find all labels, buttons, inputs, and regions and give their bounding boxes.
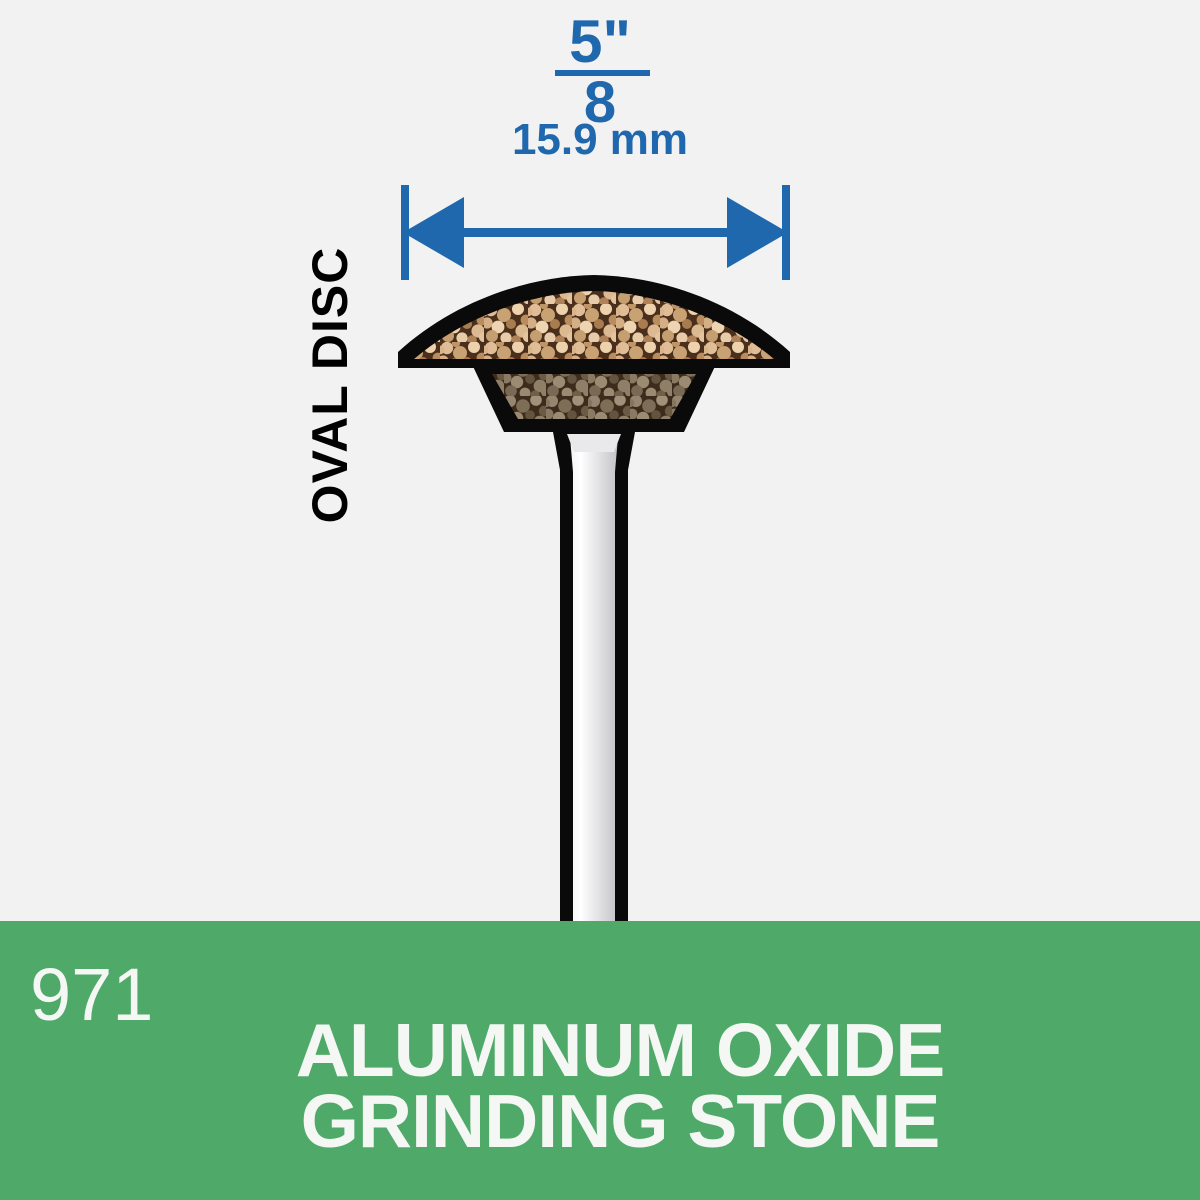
product-title-line-2: GRINDING STONE: [300, 1079, 941, 1164]
footer-banner: [0, 921, 1200, 1200]
grinding-stone-illustration: [398, 275, 790, 925]
dimension-fraction-numerator: 5": [569, 8, 631, 75]
dimension-metric-label: 15.9 mm: [511, 115, 689, 164]
shank-collar-highlight: [567, 434, 621, 452]
product-title-line-1: ALUMINUM OXIDE: [295, 1008, 945, 1092]
dimension-fraction-bar: [555, 70, 650, 76]
double-headed-dimension-arrow-icon: [401, 185, 790, 280]
model-number: 971: [30, 953, 154, 1036]
product-title: ALUMINUM OXIDE GRINDING STONE: [120, 1008, 1120, 1164]
dimension-fraction-denominator: 8: [583, 70, 617, 135]
shank-body: [570, 437, 618, 925]
lower-cone-grit: [492, 374, 696, 419]
